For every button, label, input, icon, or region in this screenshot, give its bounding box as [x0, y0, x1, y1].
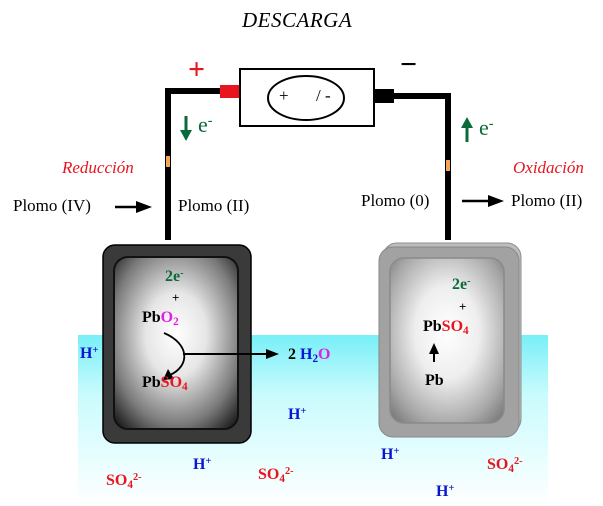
hydrogen-ion: H+: [436, 483, 455, 501]
pb-electrode: [378, 242, 522, 438]
electron-arrow-up: [461, 117, 473, 142]
positive-terminal-block: [220, 85, 240, 98]
meter-dial: [267, 75, 345, 121]
external-circuit: [165, 88, 451, 240]
pbo2-formula: PbO2: [142, 309, 179, 328]
meter-minus-label: / -: [316, 86, 331, 105]
reduction-label: Reducción: [62, 158, 134, 177]
right-electrons: 2e-: [452, 276, 471, 294]
arrow-right-transition: [462, 195, 504, 207]
right-pbso4-formula: PbSO4: [423, 318, 469, 337]
hydrogen-ion: H+: [288, 406, 307, 424]
pb-formula: Pb: [425, 372, 444, 389]
pbo2-electrode: [102, 244, 252, 444]
right-from-state: Plomo (0): [361, 191, 430, 210]
negative-sign: −: [400, 48, 418, 81]
sulfate-ion: SO42-: [487, 456, 523, 475]
hydrogen-ion: H+: [381, 446, 400, 464]
left-electrons: 2e-: [165, 268, 184, 286]
left-pbso4-formula: PbSO4: [142, 374, 188, 393]
left-plus: +: [172, 290, 180, 305]
electron-arrow-down: [180, 116, 192, 141]
sulfate-ion: SO42-: [258, 466, 294, 485]
pb-up-arrow: [429, 343, 439, 362]
left-from-state: Plomo (IV): [13, 196, 91, 215]
positive-sign: +: [188, 53, 206, 86]
water-formula: 2 H2O: [288, 346, 331, 365]
right-wire-mark: [446, 160, 450, 171]
left-to-state: Plomo (II): [178, 196, 250, 215]
hydrogen-ion: H+: [80, 345, 99, 363]
electron-label-left: e-: [198, 112, 213, 137]
meter-plus-label: +: [279, 86, 289, 105]
sulfate-ion: SO42-: [106, 472, 142, 491]
arrow-left-transition: [115, 201, 152, 213]
water-arrow: [183, 349, 279, 359]
electron-label-right: e-: [479, 115, 494, 140]
hydrogen-ion: H+: [193, 456, 212, 474]
negative-terminal-block: [374, 89, 394, 103]
right-to-state: Plomo (II): [511, 191, 583, 210]
oxidation-label: Oxidación: [513, 158, 584, 177]
diagram-title: DESCARGA: [242, 8, 353, 32]
right-plus: +: [459, 299, 467, 314]
left-wire-mark: [166, 156, 170, 167]
